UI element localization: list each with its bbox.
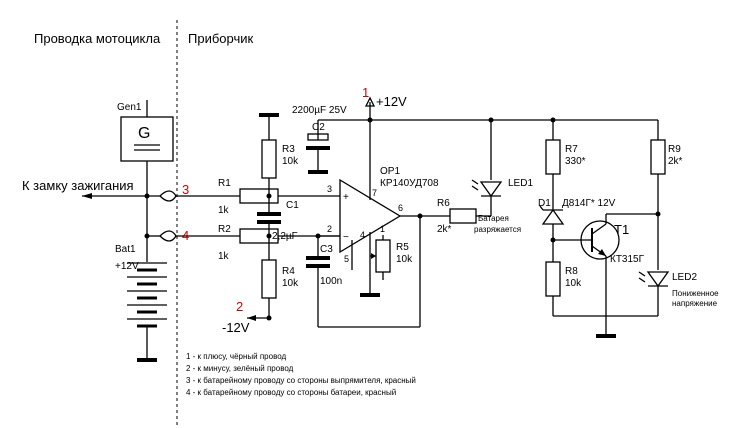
- r6-value: 2k*: [437, 224, 452, 235]
- led1-desc1: Батарея: [478, 214, 509, 223]
- op-label: OP1: [380, 166, 400, 177]
- t1-label: T1: [614, 222, 629, 237]
- pin-3: 3: [327, 184, 332, 194]
- battery: [127, 262, 167, 328]
- led2-label: LED2: [672, 272, 697, 283]
- r1-resistor: [239, 188, 279, 204]
- led2-desc2: напряжение: [672, 299, 718, 308]
- r7-label: R7: [565, 144, 578, 155]
- plus12v-terminal: [364, 96, 376, 107]
- r7-value: 330*: [565, 156, 586, 167]
- terminal-1-number: 1: [362, 85, 369, 100]
- pin-4: 4: [360, 230, 365, 240]
- c1-value: 2,2µF: [272, 231, 298, 242]
- note-3: 3 - к батарейному проводу со стороны вып…: [186, 376, 416, 385]
- r5-label: R5: [396, 242, 409, 253]
- gen-label: Gen1: [117, 102, 142, 113]
- op-minus-sign: −: [343, 232, 349, 243]
- terminal-2-label: -12V: [222, 320, 250, 335]
- c3-label: C3: [320, 244, 333, 255]
- pin-5: 5: [344, 254, 349, 264]
- r9-label: R9: [668, 144, 681, 155]
- t1-transistor: [580, 220, 620, 260]
- op-plus-sign: +: [343, 192, 349, 203]
- led1-label: LED1: [508, 178, 533, 189]
- terminal-3-number: 3: [182, 182, 189, 197]
- led2-desc1: Пониженное: [672, 289, 719, 298]
- terminal-2-number: 2: [236, 299, 243, 314]
- c2-label: C2: [312, 122, 325, 133]
- r8-resistor: [545, 261, 561, 297]
- section-device-label: Приборчик: [188, 31, 253, 46]
- led2-diode: [646, 271, 670, 288]
- r5-resistor: [375, 239, 391, 273]
- terminal-1-label: +12V: [376, 94, 407, 109]
- r3-label: R3: [282, 144, 295, 155]
- c1-label: C1: [286, 200, 299, 211]
- pin-1: 1: [380, 224, 385, 234]
- led1-desc2: разряжается: [474, 225, 521, 234]
- c2-capacitor: [307, 133, 329, 141]
- led1-diode: [479, 181, 503, 198]
- t1-value: КТ315Г: [610, 254, 645, 265]
- op-value: КР140УД708: [380, 178, 439, 189]
- r9-resistor: [650, 139, 666, 175]
- r6-label: R6: [437, 198, 450, 209]
- c3-value: 100n: [320, 276, 342, 287]
- r8-label: R8: [565, 266, 578, 277]
- r2-value: 1k: [218, 251, 230, 262]
- ignition-label: К замку зажигания: [22, 178, 134, 193]
- r9-value: 2k*: [668, 156, 683, 167]
- note-1: 1 - к плюсу, чёрный провод: [186, 352, 287, 361]
- r3-resistor: [261, 139, 277, 179]
- note-2: 2 - к минусу, зелёный провод: [186, 364, 294, 373]
- d1-value: Д814Г* 12V: [562, 198, 616, 209]
- r5-value: 10k: [396, 254, 413, 265]
- note-4: 4 - к батарейному проводу со стороны бат…: [186, 388, 396, 397]
- terminal-4-hook: [159, 230, 177, 237]
- r1-value: 1k: [218, 205, 230, 216]
- gen-letter: G: [138, 125, 150, 142]
- terminal-3-hook: [159, 190, 177, 197]
- r2-label: R2: [218, 224, 231, 235]
- r1-label: R1: [218, 178, 231, 189]
- d1-label: D1: [538, 198, 551, 209]
- c2-value: 2200µF 25V: [292, 105, 347, 116]
- r8-value: 10k: [565, 278, 582, 289]
- bat-voltage: +12V: [115, 261, 139, 272]
- pin-7: 7: [372, 188, 377, 198]
- r7-resistor: [545, 139, 561, 175]
- r4-resistor: [261, 259, 277, 299]
- pin-6: 6: [398, 203, 403, 213]
- r4-value: 10k: [282, 278, 299, 289]
- bat-label: Bat1: [115, 244, 136, 255]
- r6-resistor: [449, 208, 477, 224]
- r4-label: R4: [282, 266, 295, 277]
- r3-value: 10k: [282, 156, 299, 167]
- pin-2: 2: [327, 224, 332, 234]
- section-wiring-label: Проводка мотоцикла: [34, 31, 161, 46]
